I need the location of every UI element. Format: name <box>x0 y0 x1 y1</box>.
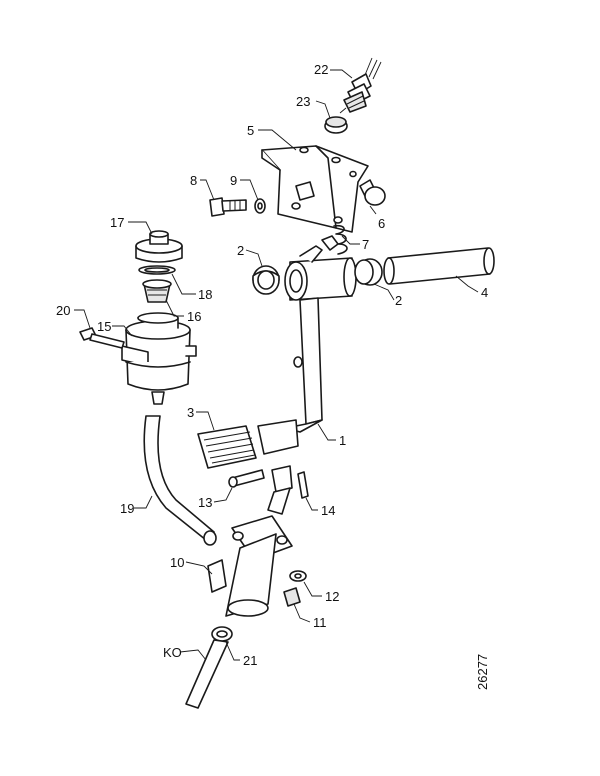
part-21-union-nut <box>211 626 233 642</box>
callout-11: 11 <box>313 615 327 630</box>
callout-leaders <box>74 69 479 661</box>
part-23-switch-cap <box>324 107 348 134</box>
part-18-cap-seal <box>138 265 176 275</box>
callout-6: 6 <box>378 216 385 231</box>
callout-ko: KO <box>163 645 182 660</box>
part-3-pedal-rubber <box>197 425 257 469</box>
callout-18: 18 <box>198 287 212 302</box>
part-8-bolt <box>209 197 247 217</box>
part-7-return-spring <box>333 216 348 255</box>
callout-8: 8 <box>190 173 197 188</box>
callout-14: 14 <box>321 503 335 518</box>
part-12-seal-washer <box>289 570 307 582</box>
callout-19: 19 <box>120 501 134 516</box>
part-1-pedal-arm <box>285 297 323 433</box>
part-17-reservoir-cap <box>135 230 183 263</box>
part-15-fluid-reservoir <box>121 312 197 405</box>
callout-4: 4 <box>481 285 488 300</box>
callout-20: 20 <box>56 303 70 318</box>
part-10-master-cylinder <box>207 465 293 617</box>
drawing-number: 26277 <box>475 654 490 690</box>
part-9-washer <box>254 198 266 214</box>
part-5-pedal-bracket <box>261 145 369 233</box>
callout-17: 17 <box>110 215 124 230</box>
callout-labels: 22 23 5 8 9 6 17 7 2 18 2 4 20 15 16 3 1… <box>56 62 488 668</box>
part-16-reservoir-filter <box>142 279 172 303</box>
part-ko-pressure-pipe <box>185 639 229 709</box>
part-6-stop-buffer <box>359 179 386 206</box>
part-1-pedal-hub <box>284 235 357 301</box>
callout-21: 21 <box>243 653 257 668</box>
callout-3: 3 <box>187 405 194 420</box>
callout-1: 1 <box>339 433 346 448</box>
part-14-spring-clip <box>297 471 309 499</box>
callout-5: 5 <box>247 123 254 138</box>
part-13-clevis-pin <box>228 469 265 488</box>
callout-22: 22 <box>314 62 328 77</box>
callout-2-right: 2 <box>395 293 402 308</box>
callout-2-left: 2 <box>237 243 244 258</box>
part-2-bush-right <box>354 258 383 286</box>
part-11-bleed-nipple <box>283 587 301 607</box>
callout-7: 7 <box>362 237 369 252</box>
part-4-pedal-shaft <box>383 247 495 285</box>
callout-10: 10 <box>170 555 184 570</box>
callout-9: 9 <box>230 173 237 188</box>
callout-16: 16 <box>187 309 201 324</box>
part-22-pedal-switch <box>343 57 382 113</box>
callout-23: 23 <box>296 94 310 109</box>
part-19-fluid-hose <box>143 415 217 546</box>
part-3-pedal-pad-base <box>257 419 299 455</box>
callout-15: 15 <box>97 319 111 334</box>
part-2-bush-left <box>252 265 280 295</box>
callout-13: 13 <box>198 495 212 510</box>
callout-12: 12 <box>325 589 339 604</box>
part-20-bolt <box>79 327 125 349</box>
